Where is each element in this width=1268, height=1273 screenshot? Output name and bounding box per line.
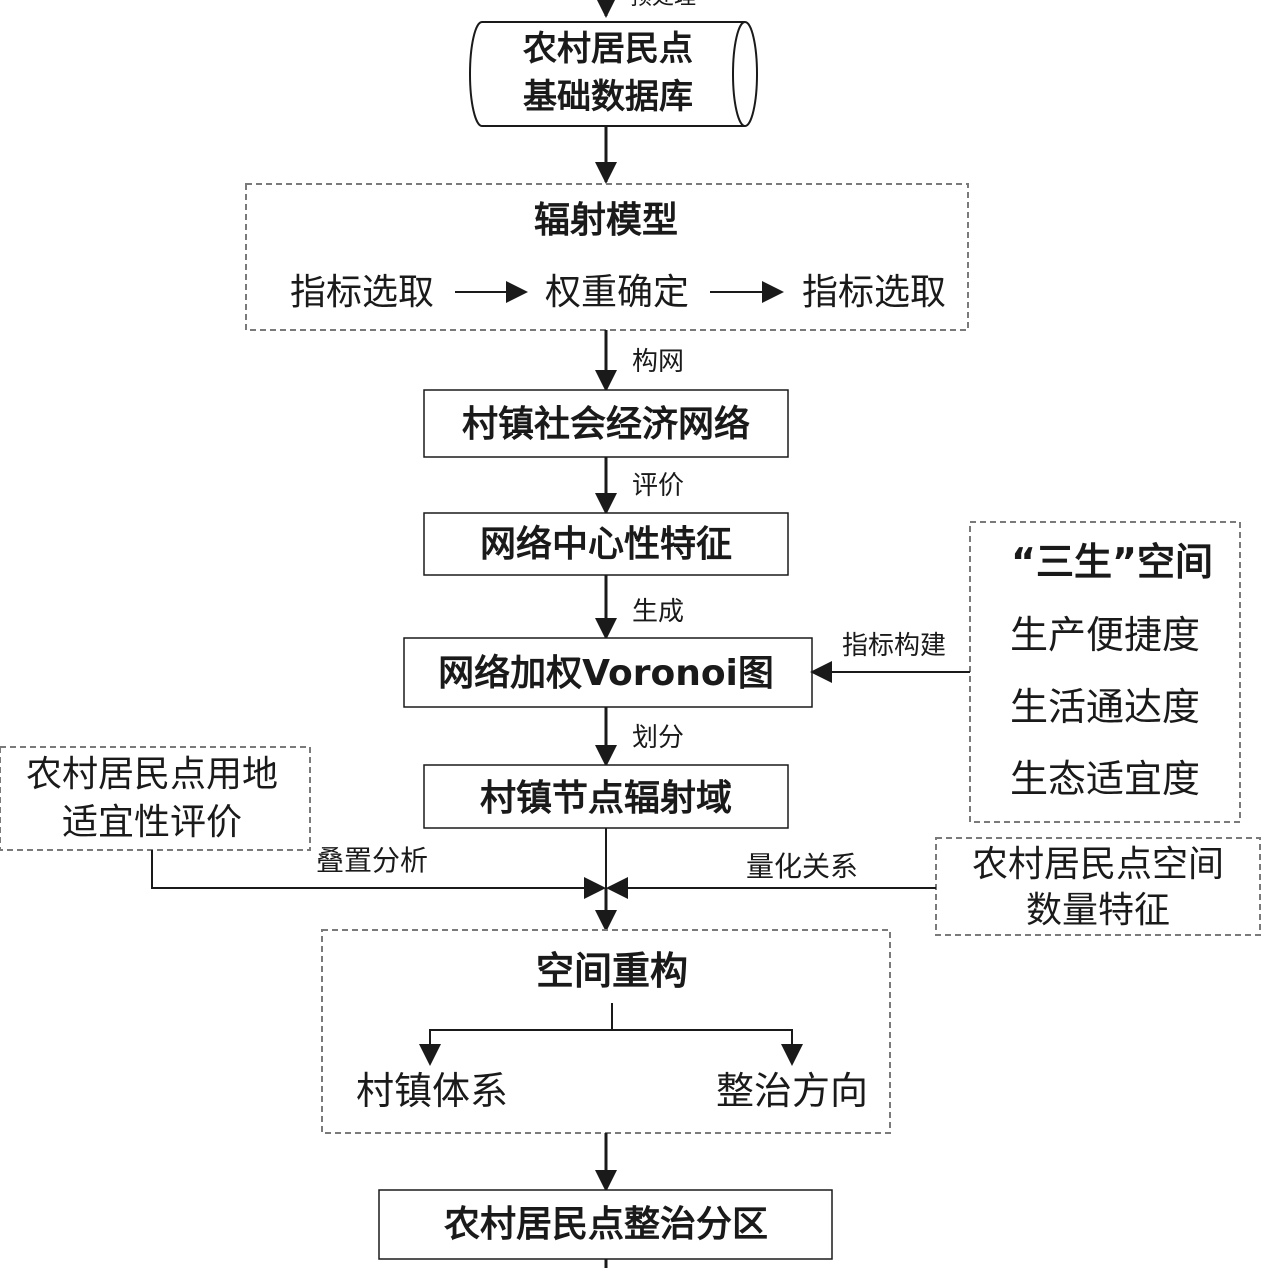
- suitability-line2: 适宜性评价: [62, 802, 242, 843]
- socio-economic-network-node: 村镇社会经济网络: [423, 389, 789, 458]
- branch-left-arrow: [419, 1003, 613, 1066]
- final-zoning-node: 农村居民点整治分区: [378, 1189, 833, 1260]
- suitability-line1: 农村居民点用地: [26, 754, 278, 795]
- radiation-domain-node: 村镇节点辐射域: [423, 764, 789, 829]
- database-line2: 基础数据库: [523, 77, 693, 117]
- restructure-right: 整治方向: [716, 1069, 868, 1113]
- model-step-1: 指标选取: [290, 272, 434, 313]
- spatial-quantity-box: 农村居民点空间 数量特征: [935, 837, 1261, 936]
- suitability-box: 农村居民点用地 适宜性评价: [0, 746, 311, 851]
- label-divide: 划分: [632, 723, 684, 753]
- label-overlay: 叠置分析: [316, 844, 428, 877]
- network-centrality-text: 网络中心性特征: [480, 523, 732, 565]
- label-evaluate: 评价: [632, 471, 684, 501]
- label-build-network: 构网: [632, 347, 684, 377]
- weighted-voronoi-text: 网络加权Voronoi图: [438, 652, 774, 694]
- network-centrality-node: 网络中心性特征: [423, 512, 789, 576]
- restructure-left: 村镇体系: [356, 1069, 508, 1113]
- model-step-3: 指标选取: [802, 272, 946, 313]
- three-life-title: “三生”空间: [1011, 540, 1213, 584]
- three-life-box: “三生”空间 生产便捷度 生活通达度 生态适宜度: [969, 521, 1241, 823]
- model-step-2: 权重确定: [545, 272, 689, 313]
- spatial-quantity-line1: 农村居民点空间: [972, 844, 1224, 885]
- spatial-restructure-title: 空间重构: [536, 949, 688, 993]
- label-quantify: 量化关系: [746, 850, 858, 883]
- final-zoning-text: 农村居民点整治分区: [444, 1204, 768, 1245]
- radiation-model-title: 辐射模型: [534, 200, 678, 241]
- radiation-model-box: 辐射模型 指标选取 权重确定 指标选取: [245, 183, 969, 331]
- label-index-build: 指标构建: [842, 631, 946, 661]
- spatial-quantity-line2: 数量特征: [1026, 890, 1170, 931]
- three-life-item-1: 生产便捷度: [1010, 613, 1200, 657]
- database-line1: 农村居民点: [523, 29, 693, 69]
- three-life-item-2: 生活通达度: [1010, 685, 1200, 729]
- branch-right-arrow: [612, 1029, 803, 1066]
- top-label: 预处理: [630, 0, 696, 10]
- label-generate: 生成: [632, 597, 684, 627]
- database-node: 农村居民点 基础数据库: [469, 21, 758, 127]
- spatial-restructure-box: 空间重构 村镇体系 整治方向: [321, 929, 891, 1134]
- three-life-item-3: 生态适宜度: [1010, 757, 1200, 801]
- top-arrow: 预处理: [595, 0, 696, 18]
- radiation-domain-text: 村镇节点辐射域: [480, 778, 732, 819]
- socio-economic-network-text: 村镇社会经济网络: [462, 403, 750, 445]
- merge-junction: 叠置分析 量化关系: [151, 828, 936, 932]
- arrow-overlay: [151, 850, 606, 899]
- weighted-voronoi-node: 网络加权Voronoi图: [403, 637, 813, 708]
